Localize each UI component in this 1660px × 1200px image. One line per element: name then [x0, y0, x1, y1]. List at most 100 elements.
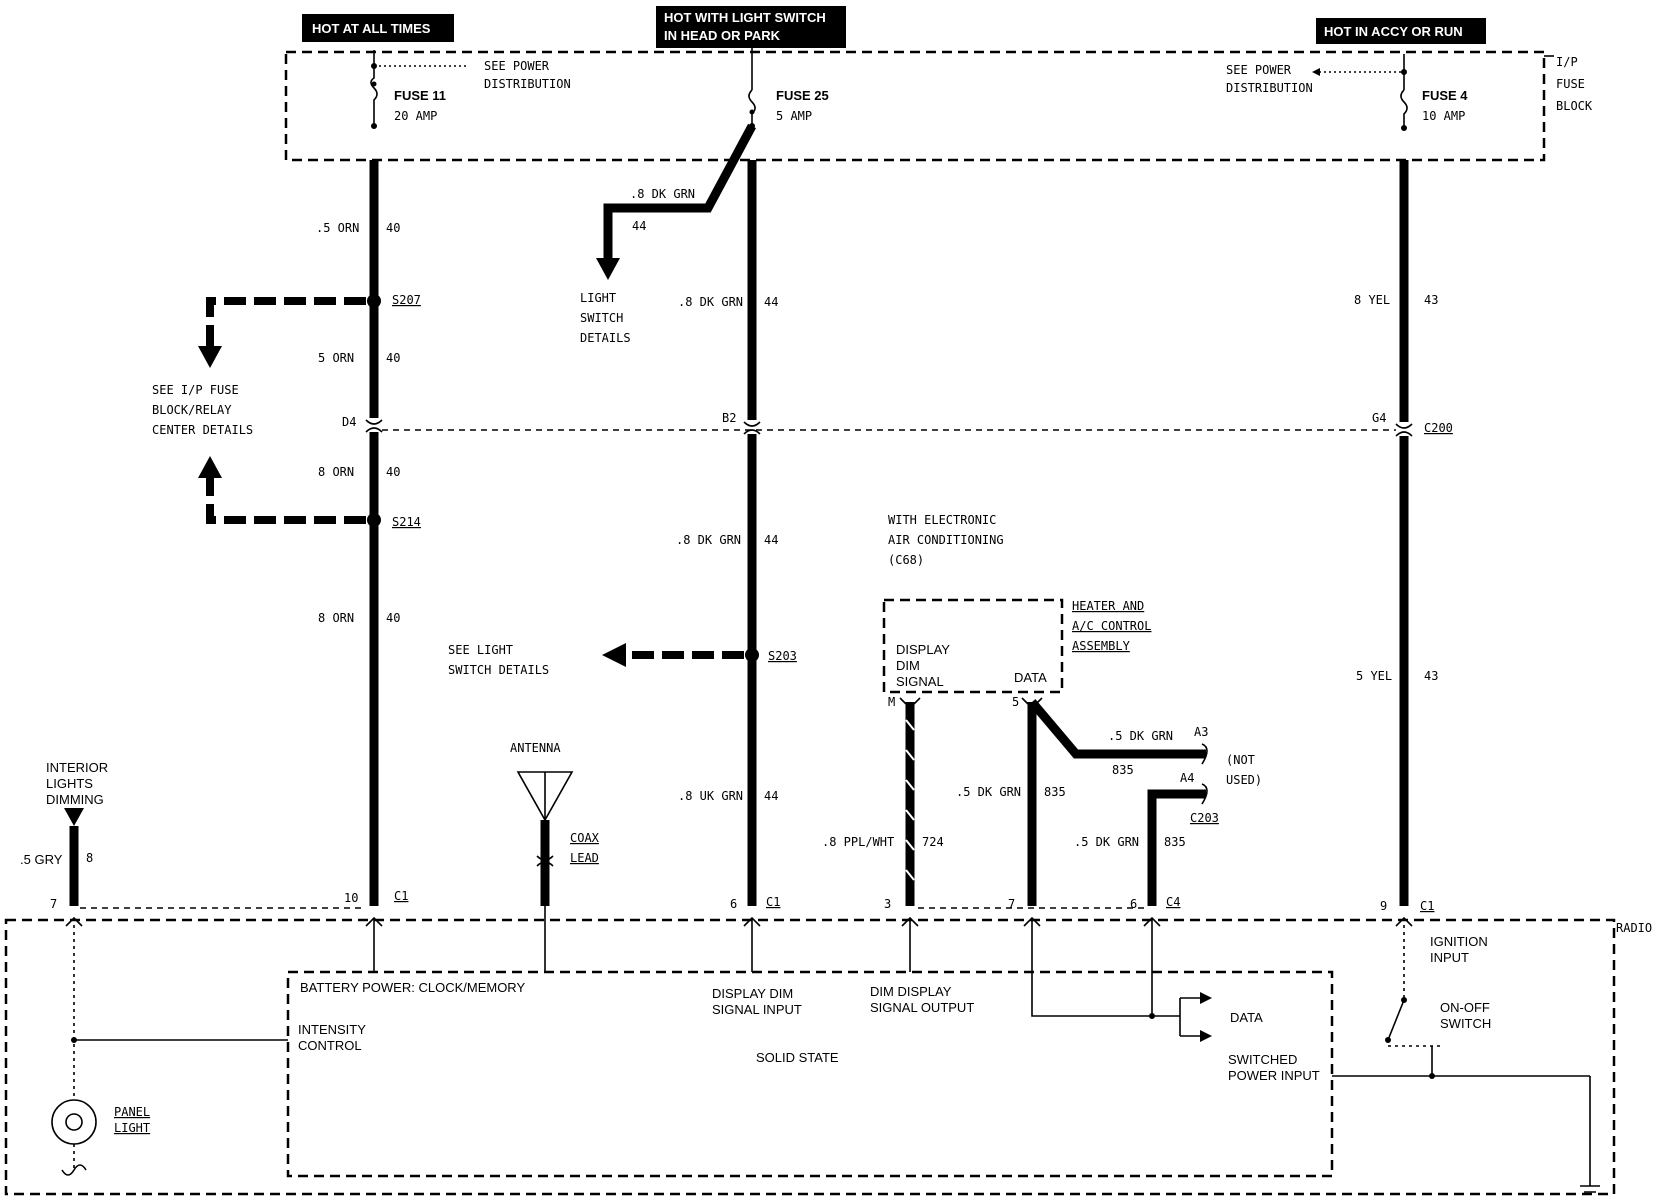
radio-data-label: DATA [1230, 1010, 1263, 1025]
pin-10: 10 [344, 891, 358, 905]
fuse-block-box [284, 50, 1546, 162]
dkgrn-a-circuit: 835 [1112, 763, 1134, 777]
orn-d-circuit: 40 [386, 611, 400, 625]
yel-b-circuit: 43 [1424, 669, 1438, 683]
ppl-circuit: 724 [922, 835, 944, 849]
connector-a3: A3 [1194, 725, 1208, 739]
svg-text:HOT AT ALL TIMES: HOT AT ALL TIMES [312, 21, 431, 36]
interior-lights-1: INTERIOR [46, 760, 108, 775]
grn-b-circuit: 44 [764, 533, 778, 547]
pin-m: M [888, 695, 895, 709]
heater-ac-note-2: A/C CONTROL [1072, 619, 1151, 633]
svg-text:FUSE: FUSE [1556, 77, 1585, 91]
connector-c1-mid: C1 [766, 895, 780, 909]
battery-power-label: BATTERY POWER: CLOCK/MEMORY [300, 980, 525, 995]
pin-5: 5 [1012, 695, 1019, 709]
dkgrn-b-gauge: .5 DK GRN [956, 785, 1021, 799]
light-switch-note-1: LIGHT [580, 291, 616, 305]
power-distribution-note-left: SEE POWER [484, 59, 550, 73]
svg-text:IN HEAD OR PARK: IN HEAD OR PARK [664, 28, 781, 43]
display-dim-input-2: SIGNAL INPUT [712, 1002, 802, 1017]
connector-c200: C200 [1424, 421, 1453, 435]
switched-power-2: POWER INPUT [1228, 1068, 1320, 1083]
ip-fuse-note-1: SEE I/P FUSE [152, 383, 239, 397]
svg-text:HOT WITH LIGHT SWITCH: HOT WITH LIGHT SWITCH [664, 10, 826, 25]
ip-fuse-reference-arrows [198, 297, 366, 524]
pin-9: 9 [1380, 899, 1387, 913]
intensity-control-2: CONTROL [298, 1038, 362, 1053]
pin-7-data: 7 [1008, 897, 1015, 911]
orn-b-gauge: 5 ORN [318, 351, 354, 365]
splice-s203: S203 [768, 649, 797, 663]
coax-lead-label-2: LEAD [570, 851, 599, 865]
dim-display-output-2: SIGNAL OUTPUT [870, 1000, 974, 1015]
radio-label: RADIO [1616, 921, 1652, 935]
dkgrn-b-circuit: 835 [1044, 785, 1066, 799]
display-dim-signal-3: SIGNAL [896, 674, 944, 689]
heater-ac-note-3: ASSEMBLY [1072, 639, 1131, 653]
ppl-gauge: .8 PPL/WHT [822, 835, 894, 849]
orn-a-circuit: 40 [386, 221, 400, 235]
svg-text:FUSE 11: FUSE 11 [394, 88, 446, 103]
yel-a-gauge: 8 YEL [1354, 293, 1390, 307]
power-distribution-note-left-2: DISTRIBUTION [484, 77, 571, 91]
antenna-icon [516, 771, 574, 906]
eac-note-3: (C68) [888, 553, 924, 567]
connector-d4: D4 [342, 415, 356, 429]
svg-text:FUSE 4: FUSE 4 [1422, 88, 1468, 103]
connector-c203: C203 [1190, 811, 1219, 825]
svg-text:10 AMP: 10 AMP [1422, 109, 1465, 123]
pin-6-data: 6 [1130, 897, 1137, 911]
panel-light-label-1: PANEL [114, 1105, 150, 1119]
orn-d-gauge: 8 ORN [318, 611, 354, 625]
grn-c-gauge: .8 UK GRN [678, 789, 743, 803]
power-distribution-note-right: SEE POWER [1226, 63, 1292, 77]
ignition-input-1: IGNITION [1430, 934, 1488, 949]
fuse-25: FUSE 25 5 AMP [748, 48, 829, 129]
splice-s207: S207 [392, 293, 421, 307]
intensity-control-1: INTENSITY [298, 1022, 366, 1037]
ip-fuse-note-3: CENTER DETAILS [152, 423, 253, 437]
dkgrn-c-gauge: .5 DK GRN [1074, 835, 1139, 849]
svg-text:BLOCK: BLOCK [1556, 99, 1593, 113]
grn-branch-circuit: 44 [632, 219, 646, 233]
dim-display-output-1: DIM DISPLAY [870, 984, 952, 999]
display-dim-signal-2: DIM [896, 658, 920, 673]
grn-b-gauge: .8 DK GRN [676, 533, 741, 547]
fuse-block-label: I/P FUSE BLOCK [1544, 55, 1593, 113]
gry-circuit: 8 [86, 851, 93, 865]
coax-lead-label-1: COAX [570, 831, 600, 845]
hot-at-all-times-label: HOT AT ALL TIMES [302, 14, 454, 42]
heater-ac-note-1: HEATER AND [1072, 599, 1144, 613]
dkgrn-c-circuit: 835 [1164, 835, 1186, 849]
eac-note-2: AIR CONDITIONING [888, 533, 1004, 547]
solid-state-label: SOLID STATE [756, 1050, 839, 1065]
panel-light-icon [51, 918, 288, 1176]
solid-state-box [286, 970, 1334, 1178]
svg-text:20 AMP: 20 AMP [394, 109, 437, 123]
orn-a-gauge: .5 ORN [316, 221, 359, 235]
radio-input-arrows [65, 906, 1413, 1042]
interior-lights-3: DIMMING [46, 792, 104, 807]
dk-grn-data-wires-835 [1021, 697, 1208, 906]
connector-c1-left: C1 [394, 889, 408, 903]
see-light-switch-note-1: SEE LIGHT [448, 643, 513, 657]
on-off-switch-2: SWITCH [1440, 1016, 1491, 1031]
orn-wire-circuit-40 [365, 160, 383, 906]
grn-wire-circuit-44 [596, 123, 761, 906]
grn-branch-gauge: .8 DK GRN [630, 187, 695, 201]
ignition-input-2: INPUT [1430, 950, 1469, 965]
connector-c1-right: C1 [1420, 899, 1434, 913]
splice-s214: S214 [392, 515, 421, 529]
eac-note-1: WITH ELECTRONIC [888, 513, 996, 527]
grn-c-circuit: 44 [764, 789, 778, 803]
hot-in-accy-or-run-label: HOT IN ACCY OR RUN [1316, 18, 1486, 44]
yel-a-circuit: 43 [1424, 293, 1438, 307]
power-distribution-note-right-2: DISTRIBUTION [1226, 81, 1313, 95]
ip-fuse-note-2: BLOCK/RELAY [152, 403, 232, 417]
not-used-note-1: (NOT [1226, 753, 1255, 767]
grn-a-circuit: 44 [764, 295, 778, 309]
light-switch-note-2: SWITCH [580, 311, 623, 325]
grn-a-gauge: .8 DK GRN [678, 295, 743, 309]
